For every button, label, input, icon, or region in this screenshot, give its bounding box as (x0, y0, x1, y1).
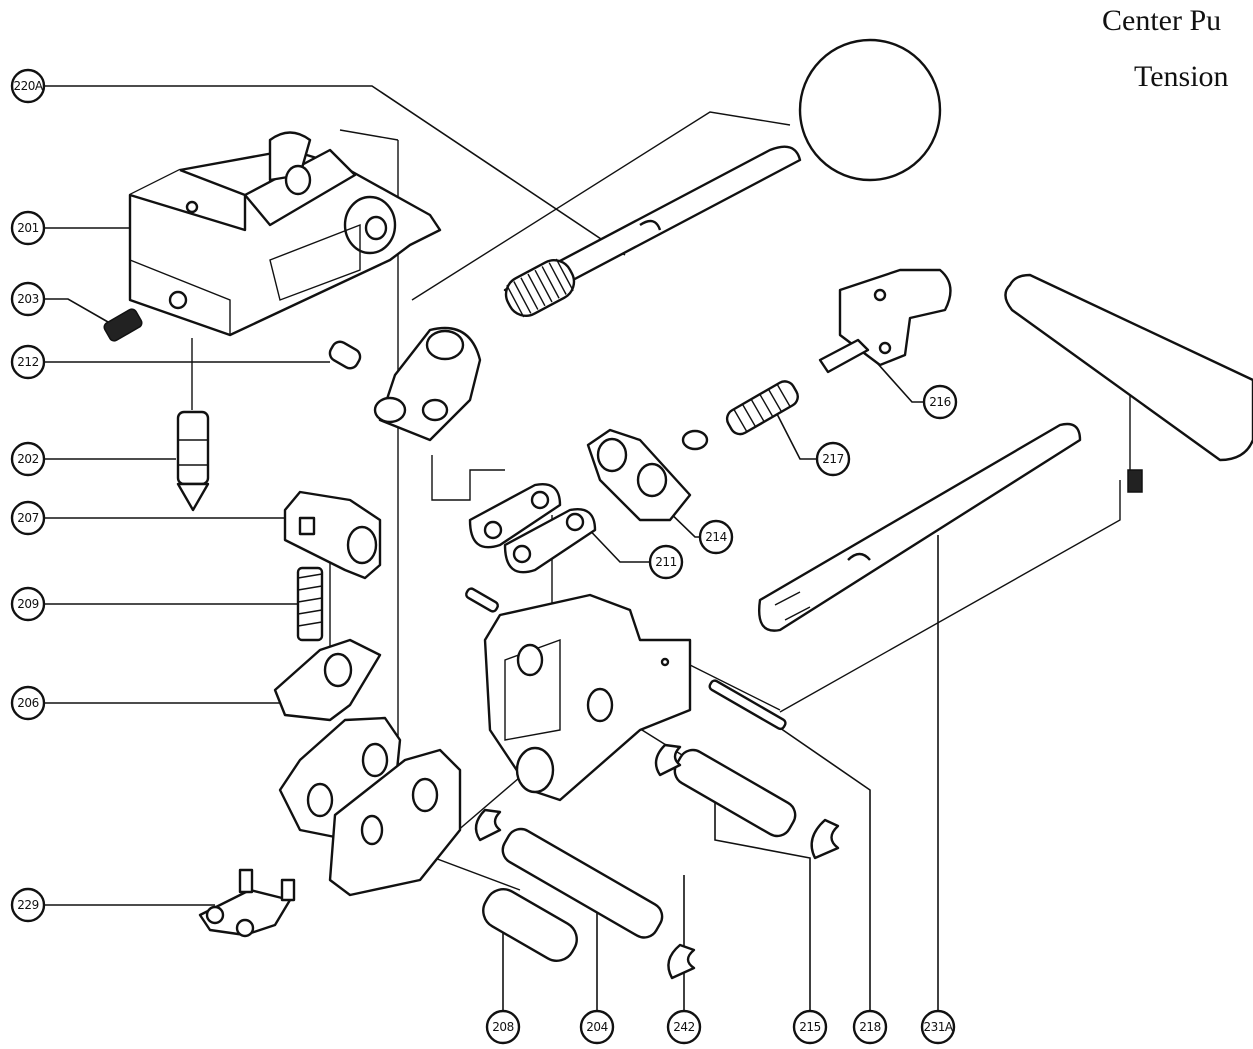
callout-220A: 220A (10, 68, 46, 104)
set-screw-203 (103, 308, 143, 342)
callout-208: 208 (485, 1009, 521, 1045)
callout-text-206: 206 (17, 696, 38, 710)
small-pin (465, 587, 499, 613)
callout-text-208: 208 (492, 1020, 513, 1034)
callout-212: 212 (10, 344, 46, 380)
callout-209: 209 (10, 586, 46, 622)
fork-214 (586, 428, 692, 522)
lever-ball (798, 38, 942, 182)
pin-218 (708, 679, 787, 731)
pin-204 (501, 827, 664, 939)
t-handle-bar (1004, 273, 1253, 462)
callout-206: 206 (10, 685, 46, 721)
callout-text-207: 207 (17, 511, 38, 525)
callout-217: 217 (815, 441, 851, 477)
callout-text-214: 214 (705, 530, 726, 544)
callout-214: 214 (698, 519, 734, 555)
callout-text-217: 217 (822, 452, 843, 466)
clevis-link (373, 326, 482, 442)
callout-text-212: 212 (17, 355, 38, 369)
callout-242: 242 (666, 1009, 702, 1045)
callout-text-215: 215 (799, 1020, 820, 1034)
block-206 (273, 638, 382, 722)
callout-211: 211 (648, 544, 684, 580)
callout-215: 215 (792, 1009, 828, 1045)
washer (681, 429, 709, 451)
pin-215 (673, 748, 797, 838)
center-bracket (483, 593, 692, 802)
clip-229 (198, 868, 296, 938)
callout-text-201: 201 (17, 221, 38, 235)
block-201 (128, 131, 442, 337)
shaft-231a (758, 422, 1082, 632)
spring-217 (725, 380, 799, 436)
callout-216: 216 (922, 384, 958, 420)
callout-text-242: 242 (673, 1020, 694, 1034)
e-clips (474, 743, 840, 980)
title-line-1: Center Pu (1102, 4, 1222, 37)
callout-text-220A: 220A (13, 79, 43, 93)
dowel-208 (482, 888, 578, 962)
callout-203: 203 (10, 281, 46, 317)
spring-209 (296, 566, 324, 642)
callout-202: 202 (10, 441, 46, 477)
needle-202 (176, 410, 210, 512)
lever-216 (818, 268, 952, 374)
callout-text-202: 202 (17, 452, 38, 466)
callout-text-209: 209 (17, 597, 38, 611)
callout-201: 201 (10, 210, 46, 246)
shaft-220a (503, 145, 802, 318)
callout-231A: 231A (920, 1009, 956, 1045)
callout-text-216: 216 (929, 395, 950, 409)
callout-218: 218 (852, 1009, 888, 1045)
callout-text-229: 229 (17, 898, 38, 912)
callout-text-231A: 231A (923, 1020, 953, 1034)
pin-212 (328, 340, 362, 370)
callout-text-203: 203 (17, 292, 38, 306)
set-screw-handle (1127, 469, 1143, 493)
callout-204: 204 (579, 1009, 615, 1045)
knurl-pattern (506, 258, 574, 318)
lower-left-bracket (278, 716, 462, 897)
callout-text-218: 218 (859, 1020, 880, 1034)
callout-207: 207 (10, 500, 46, 536)
callout-229: 229 (10, 887, 46, 923)
link-plates-211 (468, 483, 597, 574)
title-line-2: Tension (1134, 60, 1229, 93)
block-207 (283, 490, 382, 580)
callout-text-204: 204 (586, 1020, 607, 1034)
callout-text-211: 211 (655, 555, 676, 569)
